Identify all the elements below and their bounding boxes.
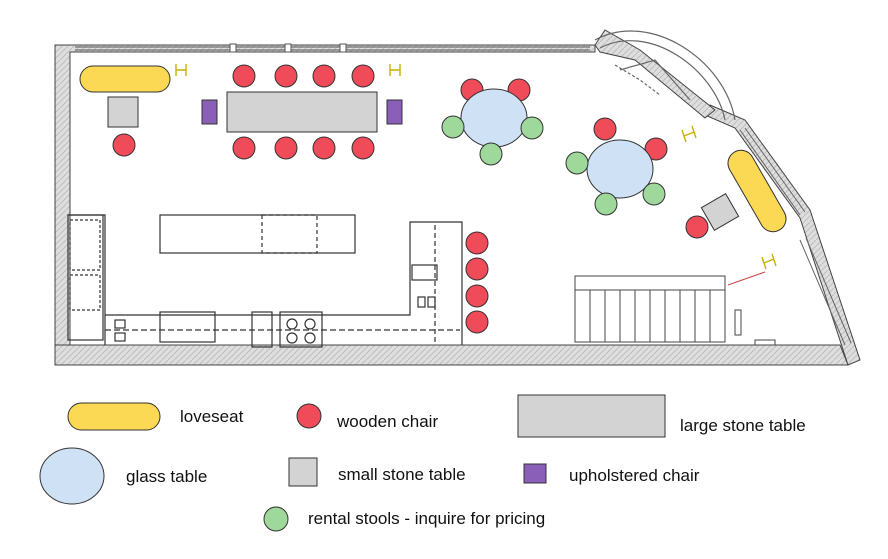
legend-label-loveseat: loveseat <box>180 407 244 426</box>
floor-plan <box>54 29 861 366</box>
wooden-chair <box>351 136 375 160</box>
rental-stool <box>642 182 666 206</box>
wooden-chair <box>465 284 489 308</box>
kitchen <box>67 214 463 348</box>
legend-swatch-rental-stools <box>263 506 289 532</box>
wooden-chair <box>312 64 336 88</box>
wooden-chair <box>465 257 489 281</box>
legend-swatch-upholstered-chair <box>523 463 547 484</box>
wooden-chair <box>593 117 617 141</box>
rental-stool <box>520 116 544 140</box>
walls <box>54 29 861 366</box>
legend-label-glass-table: glass table <box>126 467 208 486</box>
rental-stool <box>441 115 465 139</box>
legend-label-wooden-chair: wooden chair <box>337 412 439 431</box>
loveseat <box>727 149 787 233</box>
wooden-chair <box>232 136 256 160</box>
glass-table <box>460 88 528 148</box>
bay-window <box>594 30 736 121</box>
small-stone-table <box>700 193 740 231</box>
small-stone-table <box>107 96 139 128</box>
wooden-chair <box>644 137 668 161</box>
loveseat <box>79 65 171 93</box>
glass-table <box>586 139 654 199</box>
window-top <box>75 43 590 53</box>
rental-stool <box>594 192 618 216</box>
upholstered-chair <box>386 99 403 125</box>
wooden-chair <box>112 133 136 157</box>
rental-stool <box>565 151 589 175</box>
rental-stool <box>479 142 503 166</box>
legend-swatch-wooden-chair <box>296 403 322 429</box>
large-stone-table <box>226 91 378 133</box>
legend-swatch-large-stone-table <box>517 394 666 438</box>
legend-label-upholstered-chair: upholstered chair <box>569 466 700 485</box>
legend-swatch-loveseat <box>67 402 161 431</box>
window-right <box>739 127 852 346</box>
door-markers <box>175 64 777 270</box>
legend-label-large-stone-table: large stone table <box>680 416 806 435</box>
wooden-chair <box>351 64 375 88</box>
wooden-chair <box>274 136 298 160</box>
legend-swatch-small-stone-table <box>288 457 318 487</box>
legend-swatch-glass-table <box>39 447 105 505</box>
wooden-chair <box>685 215 709 239</box>
wooden-chair <box>312 136 336 160</box>
staircase <box>574 271 776 346</box>
legend: loveseat wooden chair large stone table … <box>0 380 888 559</box>
legend-label-small-stone-table: small stone table <box>338 465 466 484</box>
legend-label-rental-stools: rental stools - inquire for pricing <box>308 509 546 528</box>
wooden-chair <box>274 64 298 88</box>
wooden-chair <box>465 231 489 255</box>
upholstered-chair <box>201 99 218 125</box>
wooden-chair <box>232 64 256 88</box>
wooden-chair <box>465 310 489 334</box>
rental-stools <box>441 115 666 216</box>
